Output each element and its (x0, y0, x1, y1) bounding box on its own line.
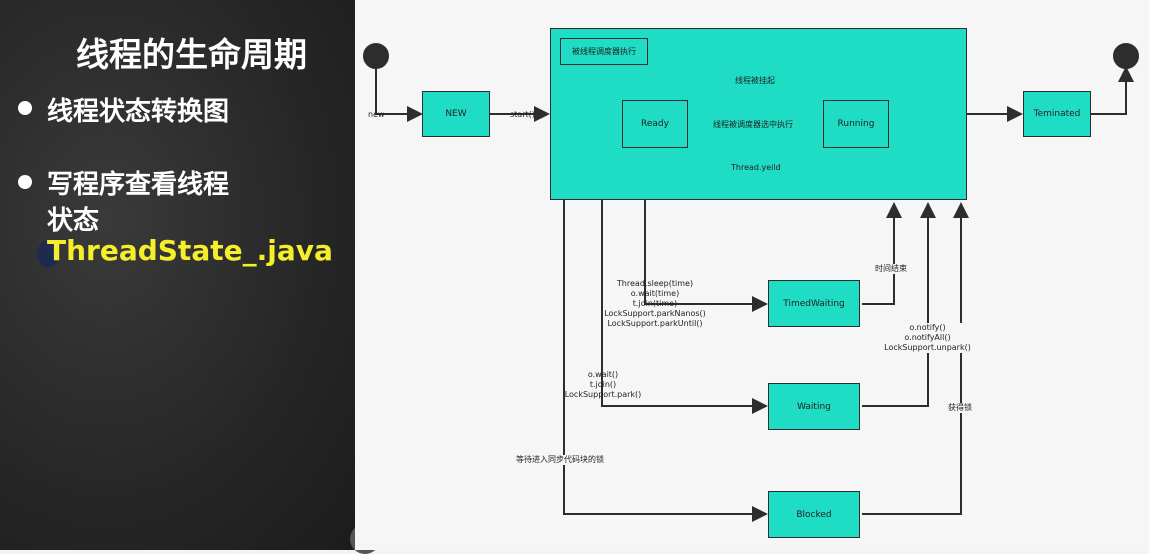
label-time-over: 时间结束 (875, 264, 907, 274)
label-scheduled: 线程被调度器选中执行 (713, 120, 793, 130)
label-enter-sync: 等待进入同步代码块的锁 (516, 455, 604, 465)
container-label: 被线程调度器执行 (572, 47, 636, 56)
wait-call: LockSupport.park() (564, 390, 642, 399)
slide-title: 线程的生命周期 (76, 35, 307, 74)
state-timed-waiting: TimedWaiting (768, 280, 860, 327)
bullet-state-diagram: 线程状态转换图 (47, 97, 230, 127)
wait-call: o.wait() (587, 370, 619, 379)
start-node (363, 43, 389, 69)
bullet-view-state-line2: 状态 (47, 206, 100, 236)
notify-call: o.notify() (909, 323, 946, 332)
file-name: ThreadState_.java (47, 234, 333, 267)
label-start: start() (510, 110, 535, 119)
state-ready: Ready (622, 100, 688, 148)
bullet-dot (18, 175, 32, 189)
label-acquire-lock: 获得锁 (948, 403, 972, 413)
end-node (1113, 43, 1139, 69)
timed-call: LockSupport.parkNanos() (604, 309, 706, 318)
timed-call: Thread.sleep(time) (616, 279, 694, 288)
bullet-dot (18, 101, 32, 115)
bullet-view-state-line1: 写程序查看线程 (47, 170, 230, 200)
timed-call: t.join(time) (632, 299, 678, 308)
label-timed-calls: Thread.sleep(time) o.wait(time) t.join(t… (600, 279, 710, 329)
label-new: new (368, 110, 385, 119)
timed-call: LockSupport.parkUntil() (607, 319, 703, 328)
wait-call: t.join() (589, 380, 617, 389)
state-waiting: Waiting (768, 383, 860, 430)
container-label-box: 被线程调度器执行 (560, 38, 648, 65)
state-terminated: Teminated (1023, 91, 1091, 137)
label-suspended: 线程被挂起 (735, 76, 775, 86)
notify-call: o.notifyAll() (904, 333, 951, 342)
label-yield: Thread.yeild (731, 163, 781, 173)
state-new: NEW (422, 91, 490, 137)
state-running: Running (823, 100, 889, 148)
timed-call: o.wait(time) (630, 289, 680, 298)
cursor-icon (37, 240, 59, 268)
slide-panel: 线程的生命周期 线程状态转换图 写程序查看线程 状态 ThreadState_.… (0, 0, 355, 550)
state-diagram: 被线程调度器执行 NEW Ready Running Teminated Tim… (355, 0, 1149, 550)
label-wait-calls: o.wait() t.join() LockSupport.park() (558, 370, 648, 400)
label-notify-calls: o.notify() o.notifyAll() LockSupport.unp… (880, 323, 975, 353)
notify-call: LockSupport.unpark() (884, 343, 971, 352)
state-blocked: Blocked (768, 491, 860, 538)
